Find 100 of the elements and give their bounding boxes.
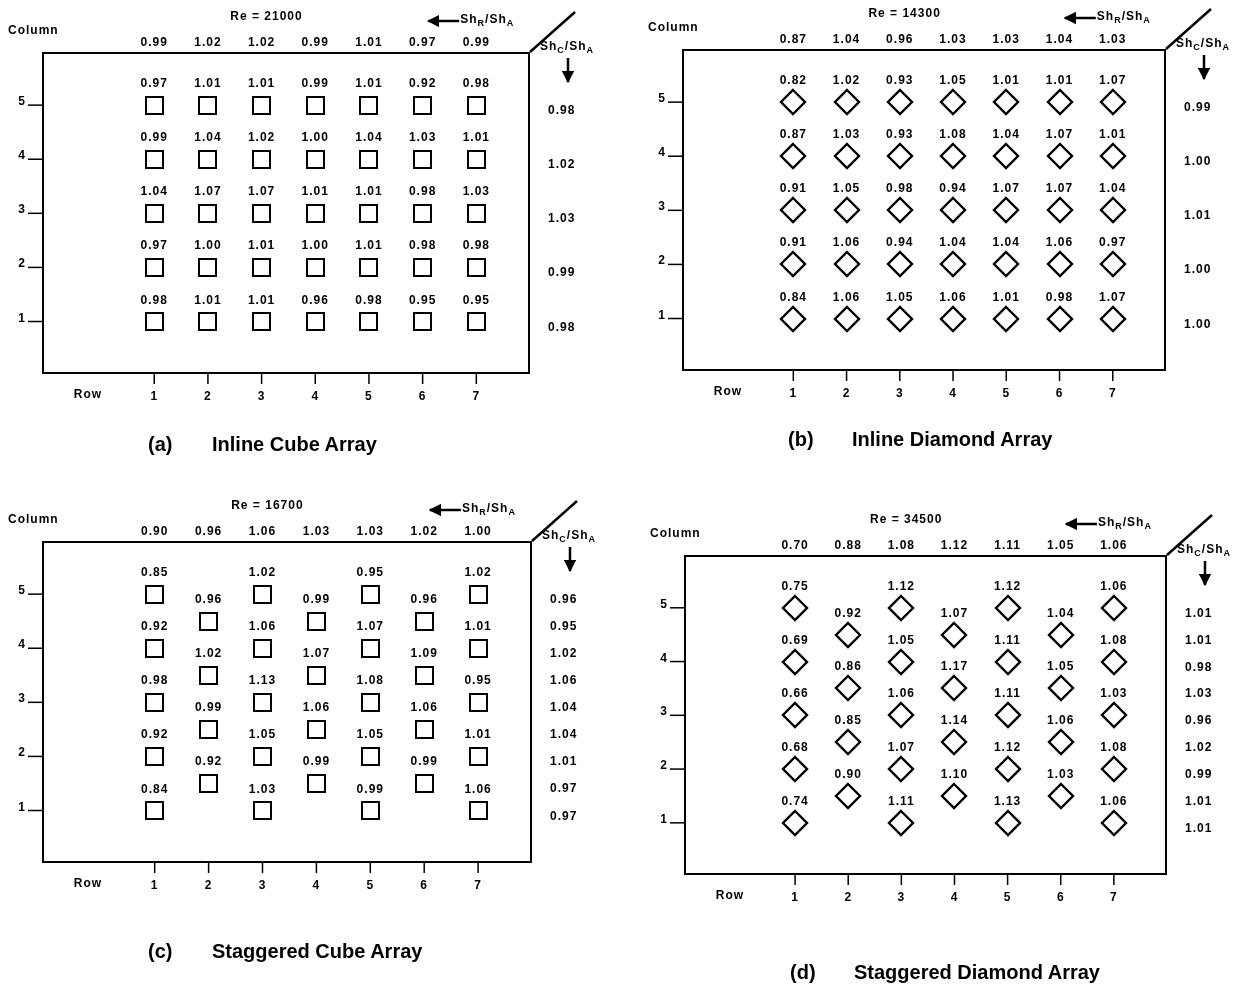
value-label: 0.92 [834,605,862,620]
column-average-value: 1.04 [550,727,578,742]
diamond-element [993,808,1022,837]
value-label: 1.05 [886,289,914,304]
cube-element [253,692,272,712]
axis-tick-label: 4 [660,650,668,665]
value-label: 1.02 [247,130,276,145]
value-label: 1.12 [887,578,915,593]
axis-title: Row [73,387,103,401]
value-label: 0.75 [781,578,809,593]
cube-element [466,149,486,169]
value-label: 0.92 [408,76,437,91]
row-average-value: 0.96 [886,32,914,46]
reynolds-number-label: Re = 16700 [231,498,304,512]
axis-title: Column [8,512,59,526]
axis-tick-label: 5 [1003,890,1012,904]
row-average-value: 0.99 [140,35,168,49]
value-label: 0.93 [886,73,914,88]
cube-element [198,257,218,277]
value-label: 1.11 [994,632,1021,647]
row-average-value: 0.70 [781,538,809,552]
value-label: 1.05 [1047,659,1075,674]
column-average-value: 1.02 [1185,740,1213,755]
value-label: 1.02 [464,565,492,580]
value-label: 1.06 [887,686,915,701]
diamond-element [1099,647,1128,676]
value-label: 1.01 [464,619,492,634]
value-label: 1.06 [464,781,492,796]
value-label: 1.01 [194,76,222,91]
cube-element [252,203,272,223]
column-average-value: 0.97 [550,808,578,823]
diamond-element [1046,728,1075,757]
value-label: 1.07 [1099,289,1127,304]
column-average-value: 1.02 [550,646,578,661]
axis-title: Column [8,23,59,37]
axis-tick-label: 6 [1055,386,1064,400]
cube-element [145,638,165,658]
value-label: 1.03 [462,184,490,199]
value-label: 0.99 [194,700,223,715]
cube-element [360,638,380,658]
reynolds-number-label: Re = 14300 [868,6,941,20]
axis-title: Column [650,526,701,540]
value-label: 0.87 [779,127,807,142]
axis-tick-label: 4 [311,389,320,403]
axis-tick-label: 5 [660,596,668,611]
axis-tick-label: 2 [204,878,213,892]
axis-tick-label: 6 [420,878,429,892]
value-label: 1.08 [356,673,384,688]
diamond-element [781,808,810,837]
value-label: 1.04 [194,130,222,145]
value-label: 1.03 [832,127,861,142]
cube-element [359,203,379,223]
value-label: 0.69 [781,632,809,647]
axis-tick-label: 3 [660,704,668,719]
value-label: 1.01 [464,727,492,742]
axis-tick-label: 1 [660,811,668,826]
value-label: 0.96 [410,592,438,607]
value-label: 1.02 [194,646,223,661]
diamond-element [940,728,969,757]
value-label: 1.03 [408,130,437,145]
diamond-element [834,620,863,649]
value-label: 1.03 [1047,766,1075,781]
value-label: 1.01 [194,292,222,307]
value-label: 1.08 [1100,632,1128,647]
row-average-value: 0.96 [194,524,223,538]
column-average-value: 0.98 [548,103,576,118]
axis-tick-label: 7 [1108,386,1117,400]
cube-element [306,665,326,685]
panel-title: Staggered Diamond Array [854,960,1100,984]
row-average-value: 0.87 [779,32,807,46]
cube-element [413,312,433,331]
value-label: 1.07 [194,184,222,199]
value-label: 1.05 [939,73,967,88]
axis-title: Row [73,876,103,890]
diamond-element [779,196,808,225]
cube-element [360,692,380,712]
value-label: 1.07 [940,605,969,620]
column-average-value: 0.99 [1185,767,1213,782]
diamond-element [939,88,968,117]
value-label: 1.07 [247,184,276,199]
value-label: 0.68 [781,740,809,755]
axis-tick-label: 4 [18,148,26,163]
value-label: 1.08 [1100,740,1128,755]
value-label: 0.99 [301,76,329,91]
value-label: 0.99 [356,781,384,796]
diamond-element [887,701,916,730]
cube-element [468,692,488,712]
value-label: 0.74 [781,793,809,808]
column-average-value: 0.98 [1185,659,1213,674]
axis-tick-label: 5 [18,583,26,598]
diamond-element [1099,701,1128,730]
diamond-element [885,304,914,333]
value-label: 1.07 [1099,73,1127,88]
column-average-value: 1.03 [1185,686,1213,701]
diamond-element [834,781,863,810]
row-average-value: 1.03 [1099,32,1127,46]
diamond-element [939,142,968,171]
value-label: 0.95 [356,565,384,580]
cube-element [414,719,434,739]
value-label: 1.12 [993,740,1022,755]
